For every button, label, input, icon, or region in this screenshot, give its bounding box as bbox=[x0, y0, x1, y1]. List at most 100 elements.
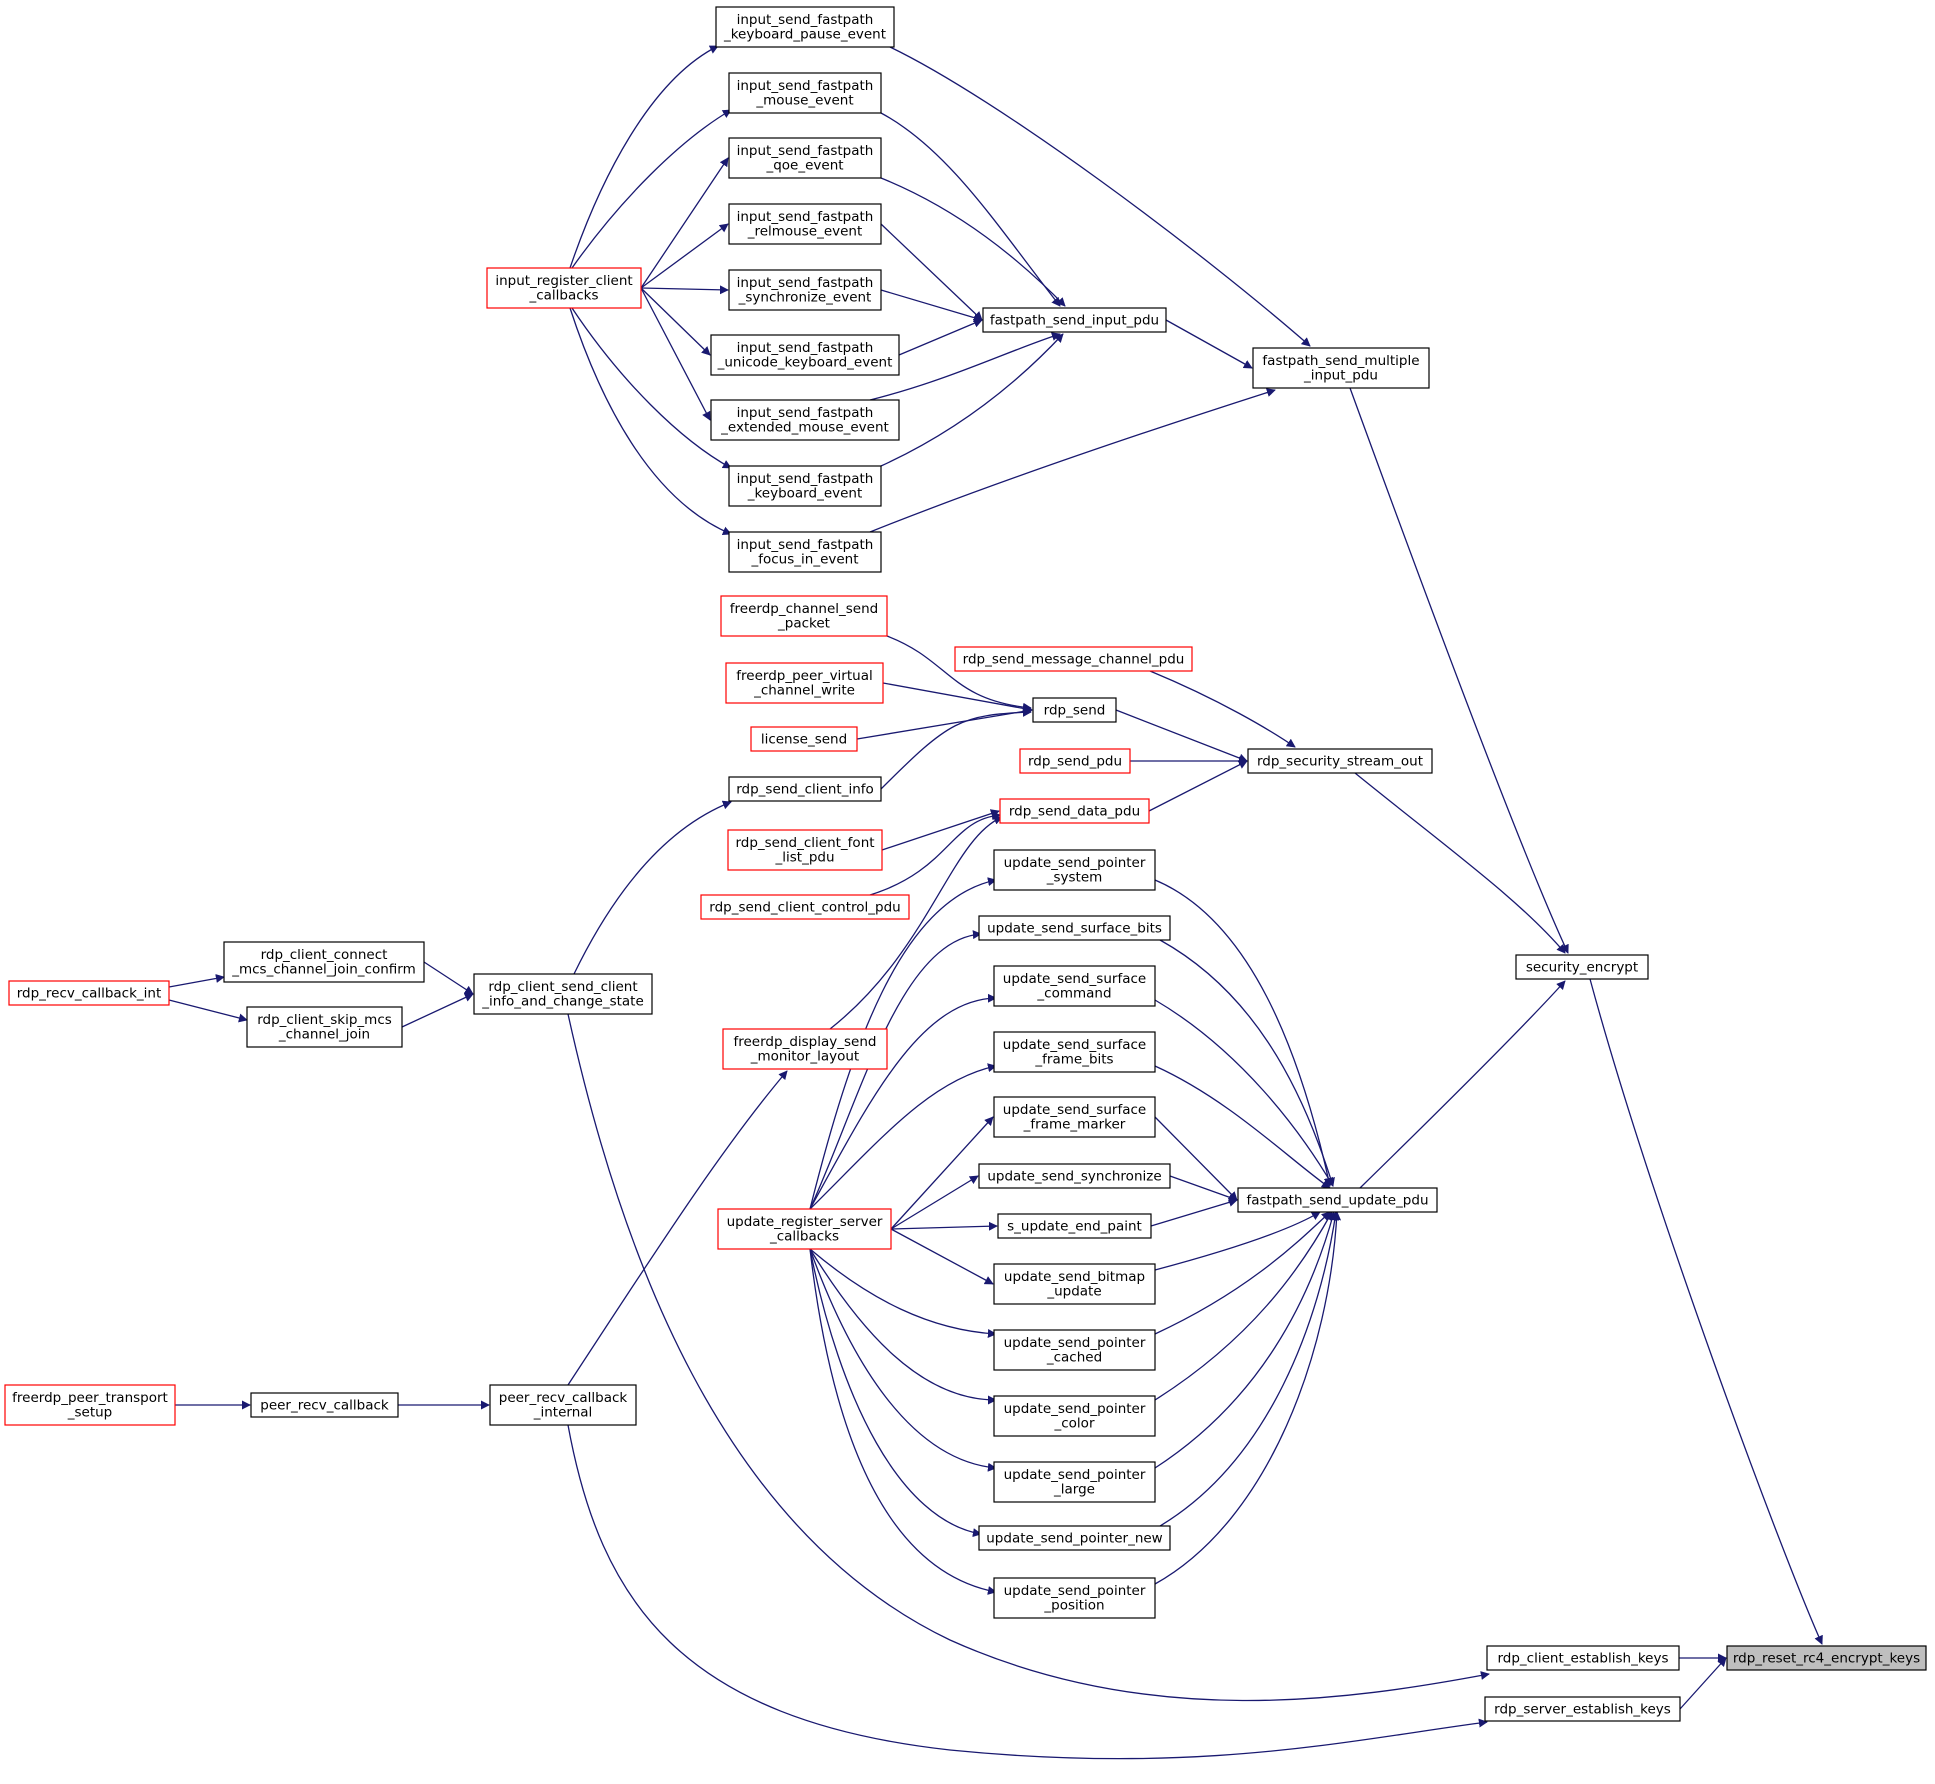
edge-ext-mouse-to-fp-send-input-pdu bbox=[869, 332, 1061, 401]
node-channel-send-packet[interactable]: freerdp_channel_send_packet bbox=[720, 595, 888, 637]
edge-update-register-to-surface-bits bbox=[809, 930, 982, 1210]
node-kb-pause[interactable]: input_send_fastpath_keyboard_pause_event bbox=[715, 6, 895, 48]
node-input-register[interactable]: input_register_client_callbacks bbox=[486, 267, 642, 309]
node-box bbox=[246, 1006, 403, 1048]
node-label-line: rdp_send bbox=[1044, 702, 1106, 718]
node-rdp-send-client-info[interactable]: rdp_send_client_info bbox=[728, 776, 882, 802]
node-unicode-kb[interactable]: input_send_fastpath_unicode_keyboard_eve… bbox=[710, 334, 900, 376]
node-fp-send-update-pdu[interactable]: fastpath_send_update_pdu bbox=[1237, 1187, 1438, 1213]
node-mouse[interactable]: input_send_fastpath_mouse_event bbox=[728, 72, 882, 114]
node-peer-recv-callback[interactable]: peer_recv_callback bbox=[250, 1392, 399, 1418]
node-label-line: rdp_reset_rc4_encrypt_keys bbox=[1733, 1650, 1920, 1666]
node-frame-bits[interactable]: update_send_surface_frame_bits bbox=[993, 1031, 1156, 1073]
node-label-line: update_send_pointer bbox=[1004, 1583, 1146, 1599]
node-label-line: rdp_send_client_control_pdu bbox=[709, 899, 901, 915]
node-ptr-cached[interactable]: update_send_pointer_cached bbox=[993, 1329, 1156, 1371]
node-label-line: input_send_fastpath bbox=[737, 340, 874, 356]
node-label-line: _system bbox=[1046, 870, 1103, 886]
node-label-line: _synchronize_event bbox=[738, 290, 872, 306]
node-box bbox=[489, 1384, 637, 1426]
node-recv-callback-int[interactable]: rdp_recv_callback_int bbox=[8, 980, 170, 1006]
node-synchronize-event[interactable]: input_send_fastpath_synchronize_event bbox=[728, 269, 882, 311]
node-font-list[interactable]: rdp_send_client_font_list_pdu bbox=[727, 829, 883, 871]
edge-qoe-to-fp-send-input-pdu bbox=[880, 177, 1066, 307]
node-bitmap-update[interactable]: update_send_bitmap_update bbox=[993, 1263, 1156, 1305]
node-display-monitor[interactable]: freerdp_display_send_monitor_layout bbox=[722, 1028, 888, 1070]
node-ptr-large[interactable]: update_send_pointer_large bbox=[993, 1461, 1156, 1503]
node-client-send-info-state[interactable]: rdp_client_send_client_info_and_change_s… bbox=[473, 973, 653, 1015]
node-end-paint[interactable]: s_update_end_paint bbox=[997, 1213, 1152, 1239]
node-box bbox=[8, 980, 170, 1006]
node-qoe[interactable]: input_send_fastpath_qoe_event bbox=[728, 137, 882, 179]
node-label-line: rdp_client_connect bbox=[261, 947, 388, 963]
node-rdp-send[interactable]: rdp_send bbox=[1032, 697, 1117, 723]
node-surface-command[interactable]: update_send_surface_command bbox=[993, 965, 1156, 1007]
edge-frame-bits-to-fp-send-update-pdu bbox=[1154, 1065, 1331, 1189]
node-security-encrypt[interactable]: security_encrypt bbox=[1515, 954, 1649, 980]
node-rdp-send-data-pdu[interactable]: rdp_send_data_pdu bbox=[999, 798, 1150, 824]
node-label-line: s_update_end_paint bbox=[1007, 1218, 1142, 1234]
node-ptr-position[interactable]: update_send_pointer_position bbox=[993, 1577, 1156, 1619]
node-send-synchronize[interactable]: update_send_synchronize bbox=[978, 1163, 1171, 1189]
node-focus-in[interactable]: input_send_fastpath_focus_in_event bbox=[728, 531, 882, 573]
edge-update-register-to-end-paint bbox=[890, 1221, 998, 1231]
node-label-line: input_send_fastpath bbox=[737, 78, 874, 94]
node-label-line: _channel_join bbox=[278, 1027, 370, 1043]
node-keyboard[interactable]: input_send_fastpath_keyboard_event bbox=[728, 465, 882, 507]
node-ptr-system[interactable]: update_send_pointer_system bbox=[993, 849, 1156, 891]
node-fp-send-input-pdu[interactable]: fastpath_send_input_pdu bbox=[982, 307, 1167, 333]
node-label-line: freerdp_peer_transport bbox=[12, 1390, 168, 1406]
node-box bbox=[717, 1208, 892, 1250]
node-label-line: rdp_send_message_channel_pdu bbox=[963, 651, 1185, 667]
node-label-line: license_send bbox=[761, 731, 847, 747]
node-license-send[interactable]: license_send bbox=[750, 726, 858, 752]
node-label-line: rdp_send_data_pdu bbox=[1009, 803, 1140, 819]
edge-fp-send-input-pdu-to-fp-send-multiple bbox=[1165, 319, 1253, 369]
edge-ptr-color-to-fp-send-update-pdu bbox=[1154, 1211, 1333, 1401]
node-relmouse[interactable]: input_send_fastpath_relmouse_event bbox=[728, 203, 882, 245]
node-reset-rc4[interactable]: rdp_reset_rc4_encrypt_keys bbox=[1726, 1645, 1927, 1671]
node-label-line: input_send_fastpath bbox=[737, 12, 874, 28]
node-peer-transport-setup[interactable]: freerdp_peer_transport_setup bbox=[4, 1384, 176, 1426]
node-box bbox=[1252, 347, 1430, 389]
node-label-line: _unicode_keyboard_event bbox=[717, 355, 893, 371]
node-connect-mcs[interactable]: rdp_client_connect_mcs_channel_join_conf… bbox=[223, 941, 425, 983]
node-label-line: input_send_fastpath bbox=[737, 209, 874, 225]
node-box bbox=[250, 1392, 399, 1418]
node-box bbox=[710, 399, 900, 441]
node-ptr-new[interactable]: update_send_pointer_new bbox=[978, 1525, 1171, 1551]
node-peer-recv-internal[interactable]: peer_recv_callback_internal bbox=[489, 1384, 637, 1426]
node-label-line: _keyboard_event bbox=[747, 486, 863, 502]
node-label-line: _qoe_event bbox=[765, 158, 843, 174]
node-update-register[interactable]: update_register_server_callbacks bbox=[717, 1208, 892, 1250]
node-server-establish[interactable]: rdp_server_establish_keys bbox=[1484, 1696, 1681, 1722]
node-rdp-send-pdu[interactable]: rdp_send_pdu bbox=[1019, 748, 1131, 774]
node-label-line: rdp_send_client_info bbox=[736, 781, 874, 797]
node-box bbox=[722, 1028, 888, 1070]
node-box bbox=[720, 595, 888, 637]
node-peer-virtual[interactable]: freerdp_peer_virtual_channel_write bbox=[725, 662, 884, 704]
node-label-line: rdp_send_pdu bbox=[1028, 753, 1122, 769]
node-security-stream-out[interactable]: rdp_security_stream_out bbox=[1247, 748, 1433, 774]
node-surface-bits[interactable]: update_send_surface_bits bbox=[978, 915, 1171, 941]
node-ext-mouse[interactable]: input_send_fastpath_extended_mouse_event bbox=[710, 399, 900, 441]
edge-synchronize-event-to-fp-send-input-pdu bbox=[880, 289, 983, 323]
node-label-line: rdp_security_stream_out bbox=[1257, 753, 1423, 769]
node-box bbox=[1247, 748, 1433, 774]
node-send-msg-channel[interactable]: rdp_send_message_channel_pdu bbox=[954, 646, 1193, 672]
node-frame-marker[interactable]: update_send_surface_frame_marker bbox=[993, 1096, 1156, 1138]
edge-skip-mcs-to-client-send-info-state bbox=[401, 993, 474, 1028]
node-label-line: freerdp_channel_send bbox=[730, 601, 878, 617]
node-box bbox=[993, 1096, 1156, 1138]
node-label-line: _callbacks bbox=[769, 1229, 839, 1245]
node-control-pdu[interactable]: rdp_send_client_control_pdu bbox=[700, 894, 910, 920]
node-label-line: update_send_pointer_new bbox=[986, 1530, 1162, 1546]
node-ptr-color[interactable]: update_send_pointer_color bbox=[993, 1395, 1156, 1437]
node-label-line: peer_recv_callback bbox=[260, 1397, 389, 1413]
node-fp-send-multiple[interactable]: fastpath_send_multiple_input_pdu bbox=[1252, 347, 1430, 389]
node-client-establish[interactable]: rdp_client_establish_keys bbox=[1486, 1645, 1680, 1671]
node-box bbox=[725, 662, 884, 704]
node-skip-mcs[interactable]: rdp_client_skip_mcs_channel_join bbox=[246, 1006, 403, 1048]
edge-ptr-large-to-fp-send-update-pdu bbox=[1154, 1211, 1337, 1469]
node-box bbox=[993, 1031, 1156, 1073]
